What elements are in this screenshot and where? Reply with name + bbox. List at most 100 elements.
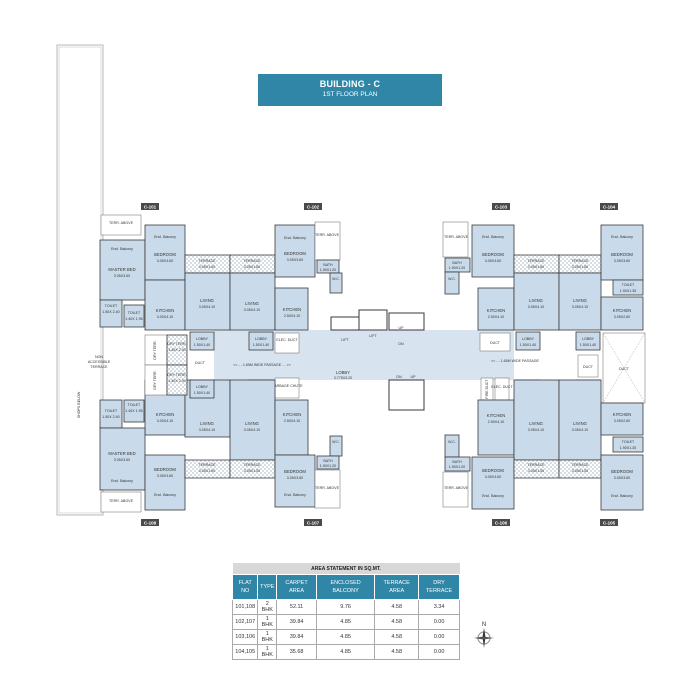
svg-text:TERRACE: TERRACE <box>571 463 589 467</box>
svg-text:TOILET: TOILET <box>105 304 118 308</box>
svg-text:MASTER BED: MASTER BED <box>108 451 135 456</box>
svg-text:3.05X1.50: 3.05X1.50 <box>528 469 544 473</box>
svg-text:TERRACE: TERRACE <box>571 259 589 263</box>
svg-text:ELEC. DUCT: ELEC. DUCT <box>276 338 298 342</box>
svg-text:LIVING: LIVING <box>573 421 587 426</box>
svg-text:1.50X1.40: 1.50X1.40 <box>580 343 596 347</box>
svg-text:TERR. ABOVE: TERR. ABOVE <box>109 221 134 225</box>
svg-text:1.50X 2.40: 1.50X 2.40 <box>102 310 119 314</box>
svg-text:W.C.: W.C. <box>332 277 340 281</box>
svg-text:KITCHEN: KITCHEN <box>487 413 505 418</box>
svg-text:2.50X4.10: 2.50X4.10 <box>284 419 300 423</box>
svg-text:TOILET: TOILET <box>622 440 635 444</box>
left-service-area: DRY TERR. DRY TERR. 1.40X 2.30 DRY TERR.… <box>144 331 215 399</box>
flat-c108: TOILET 1.50X 2.40 TOILET 1.40X 1.95 KITC… <box>99 379 231 526</box>
svg-text:TERR. ABOVE: TERR. ABOVE <box>315 233 340 237</box>
svg-text:C-106: C-106 <box>495 521 508 526</box>
svg-text:BEDROOM: BEDROOM <box>482 468 504 473</box>
svg-text:3.05X3.60: 3.05X3.60 <box>614 259 630 263</box>
svg-text:DUCT: DUCT <box>195 361 206 365</box>
svg-text:3.05X1.60: 3.05X1.60 <box>528 265 544 269</box>
table-row: 102,107 1 BHK 39.84 4.85 4.58 0.00 <box>231 614 460 630</box>
table-row: 101,108 2 BHK 52.11 9.76 4.58 3.34 <box>231 599 460 615</box>
svg-text:DUCT: DUCT <box>490 341 501 345</box>
svg-text:1.50X1.40: 1.50X1.40 <box>194 343 210 347</box>
svg-text:3.05X1.50: 3.05X1.50 <box>572 469 588 473</box>
table-row: 104,105 1 BHK 35.68 4.85 4.58 0.00 <box>231 644 460 660</box>
svg-text:3.00X4.10: 3.00X4.10 <box>157 315 173 319</box>
svg-text:DRY TERR.: DRY TERR. <box>153 370 157 389</box>
shops-below-label: SHOPS BELOW <box>77 391 81 418</box>
svg-text:3.05X4.10: 3.05X4.10 <box>244 308 260 312</box>
svg-text:2.50X4.10: 2.50X4.10 <box>284 314 300 318</box>
svg-text:TERR. ABOVE: TERR. ABOVE <box>109 499 134 503</box>
svg-text:TERR. ABOVE: TERR. ABOVE <box>444 486 469 490</box>
svg-text:TERR. ABOVE: TERR. ABOVE <box>444 235 469 239</box>
col-terrace-area: TERRACE AREA <box>374 574 420 600</box>
svg-text:Encl. Balcony: Encl. Balcony <box>154 235 176 239</box>
cell: 4.58 <box>374 644 420 660</box>
svg-text:Encl. Balcony: Encl. Balcony <box>482 494 504 498</box>
svg-text:DRY TERR.: DRY TERR. <box>167 373 186 377</box>
svg-text:ELEC. DUCT: ELEC. DUCT <box>491 385 513 389</box>
table-header-row: FLAT NO TYPE CARPET AREA ENCLOSED BALCON… <box>231 574 460 600</box>
cell: 4.58 <box>374 614 420 630</box>
svg-text:Encl. Balcony: Encl. Balcony <box>611 235 633 239</box>
svg-text:3.05X3.60: 3.05X3.60 <box>287 476 303 480</box>
svg-text:BATH: BATH <box>323 459 333 463</box>
svg-text:LOBBY: LOBBY <box>196 337 209 341</box>
cell: 101,108 <box>231 599 259 615</box>
svg-text:KITCHEN: KITCHEN <box>156 412 174 417</box>
svg-text:TERRACE: TERRACE <box>243 259 261 263</box>
cell: 35.68 <box>276 644 317 660</box>
cell: 102,107 <box>231 614 259 630</box>
svg-text:3.05X4.10: 3.05X4.10 <box>244 428 260 432</box>
svg-text:BEDROOM: BEDROOM <box>284 251 306 256</box>
svg-text:LIVING: LIVING <box>200 421 214 426</box>
cell: 52.11 <box>276 599 317 615</box>
svg-text:3.05X1.50: 3.05X1.50 <box>199 469 215 473</box>
svg-text:BEDROOM: BEDROOM <box>154 252 176 257</box>
svg-text:UP: UP <box>411 375 417 379</box>
svg-text:1.40X 2.30: 1.40X 2.30 <box>168 379 185 383</box>
svg-text:Encl. Balcony: Encl. Balcony <box>482 235 504 239</box>
svg-text:BEDROOM: BEDROOM <box>284 469 306 474</box>
svg-text:MASTER BED: MASTER BED <box>108 267 135 272</box>
cell: 1 BHK <box>257 629 278 645</box>
col-carpet-area: CARPET AREA <box>276 574 317 600</box>
svg-text:DN: DN <box>398 342 404 346</box>
svg-text:C-108: C-108 <box>144 521 157 526</box>
cell: 0.00 <box>418 644 460 660</box>
svg-text:3.05X4.10: 3.05X4.10 <box>528 428 544 432</box>
svg-text:C-103: C-103 <box>495 205 508 210</box>
svg-text:LIVING: LIVING <box>200 298 214 303</box>
svg-text:KITCHEN: KITCHEN <box>487 308 505 313</box>
cell: 1 BHK <box>257 614 278 630</box>
svg-text:Encl. Balcony: Encl. Balcony <box>611 494 633 498</box>
cell: 4.85 <box>315 644 376 660</box>
cell: 1 BHK <box>257 644 278 660</box>
svg-text:BATH: BATH <box>323 263 333 267</box>
col-type: TYPE <box>257 574 278 600</box>
svg-text:Encl. Balcony: Encl. Balcony <box>284 236 306 240</box>
svg-text:TOILET: TOILET <box>105 409 118 413</box>
svg-text:1.90X1.20: 1.90X1.20 <box>449 465 465 469</box>
cell: 0.00 <box>418 614 460 630</box>
svg-text:LIVING: LIVING <box>529 421 543 426</box>
svg-text:2.50X4.10: 2.50X4.10 <box>488 420 504 424</box>
svg-text:DRY TERR.: DRY TERR. <box>167 342 186 346</box>
svg-text:DUCT: DUCT <box>619 367 630 371</box>
svg-text:3.05X4.10: 3.05X4.10 <box>199 305 215 309</box>
svg-text:1.90X1.20: 1.90X1.20 <box>449 266 465 270</box>
svg-text:1.50X1.40: 1.50X1.40 <box>253 343 269 347</box>
svg-text:Encl. Balcony: Encl. Balcony <box>284 493 306 497</box>
passage-right-label: << - - 1.65M WIDE PASSAGE <box>491 359 539 363</box>
svg-text:3.05X1.60: 3.05X1.60 <box>244 265 260 269</box>
cell: 9.76 <box>315 599 376 615</box>
svg-text:1.90X1.20: 1.90X1.20 <box>320 268 336 272</box>
svg-text:3.05X2.60: 3.05X2.60 <box>614 419 630 423</box>
svg-text:TOILET: TOILET <box>622 283 635 287</box>
svg-text:FIRE DUCT: FIRE DUCT <box>485 379 489 399</box>
